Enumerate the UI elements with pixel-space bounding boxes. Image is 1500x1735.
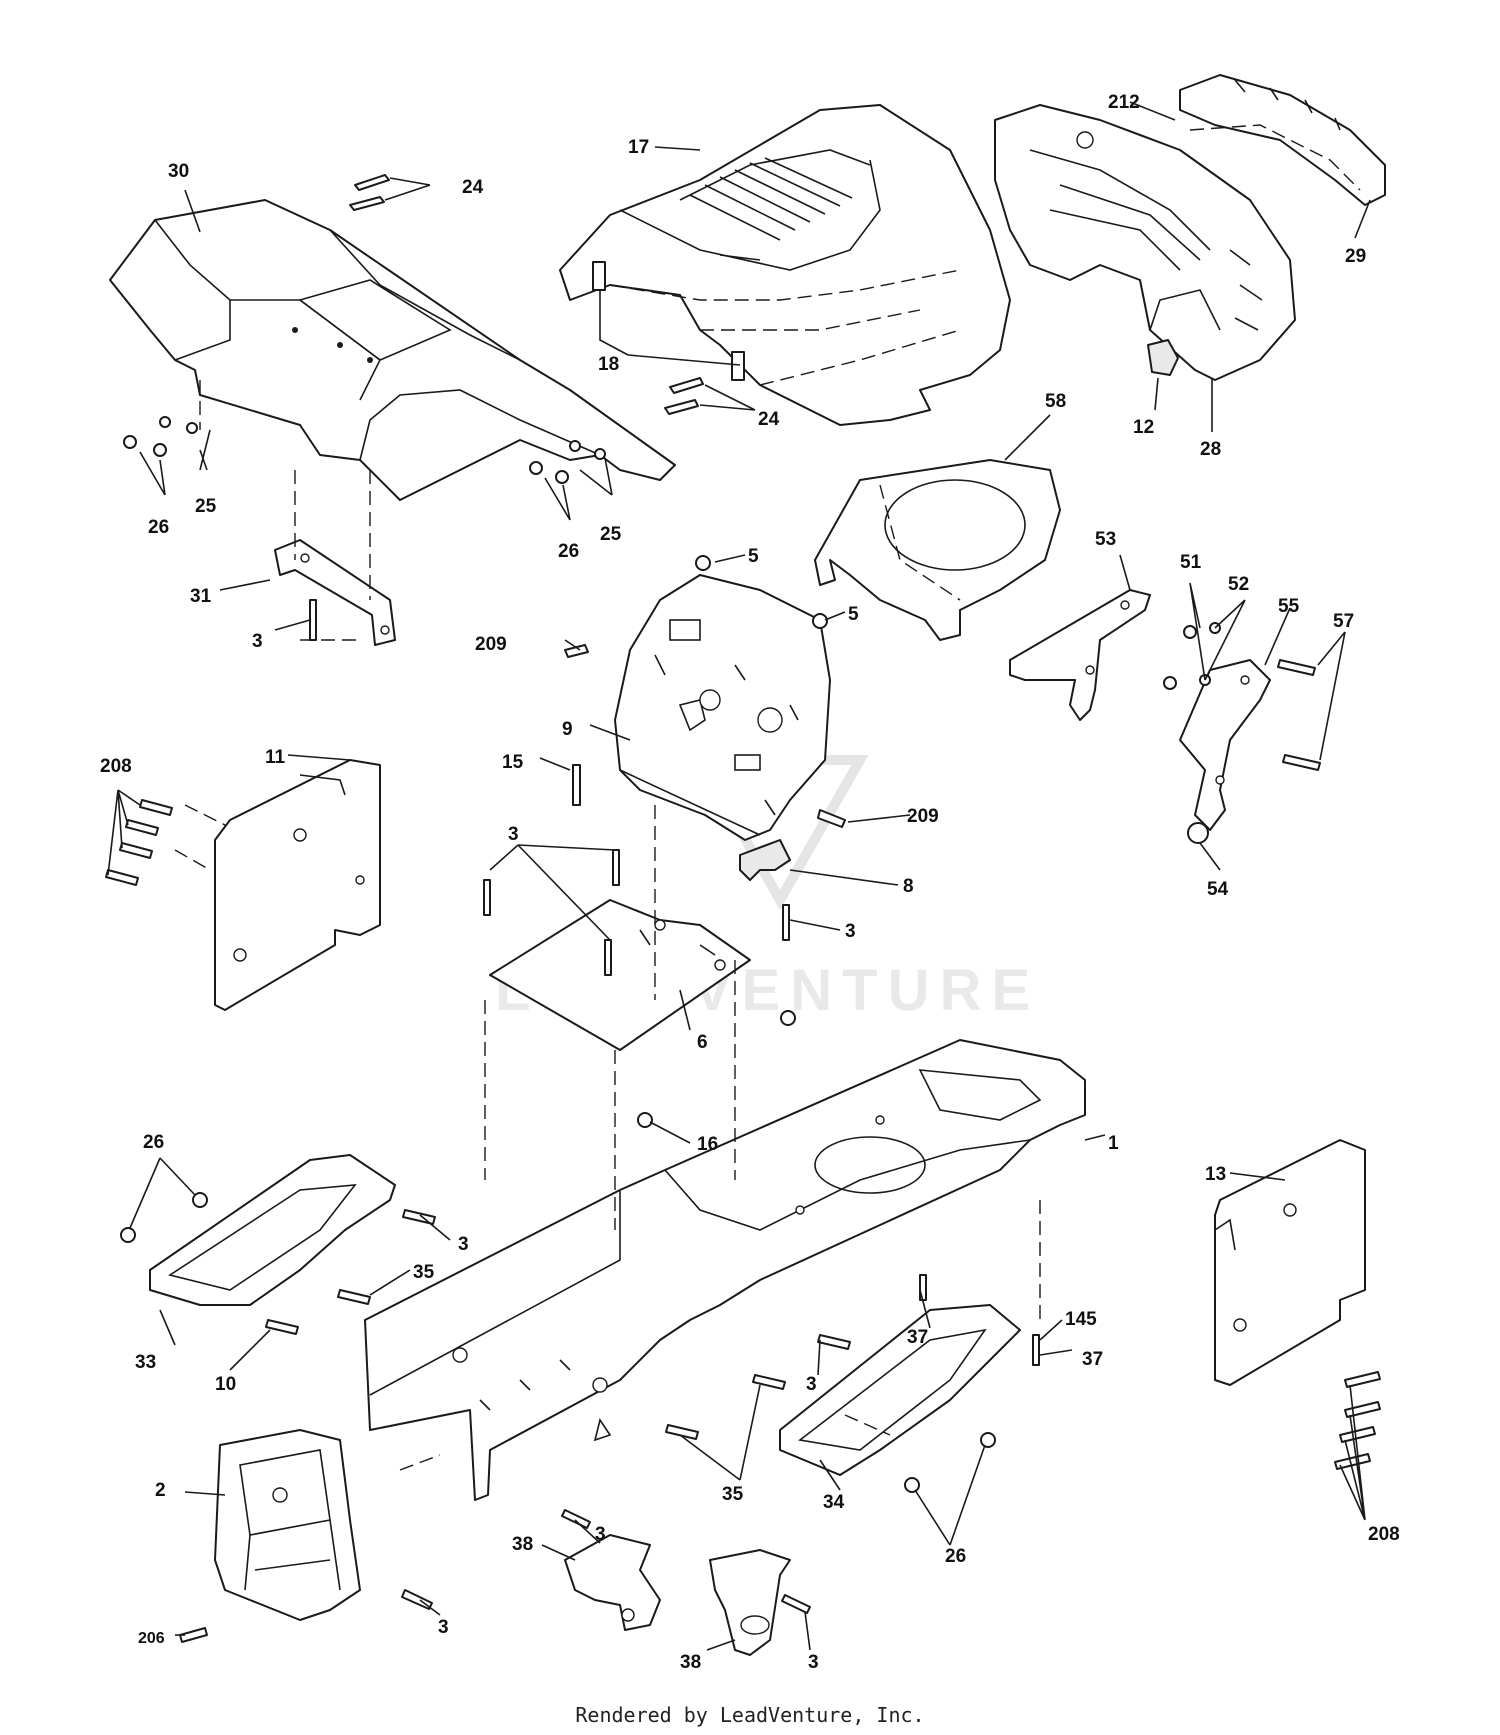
- label-part-53: 53: [1095, 529, 1116, 550]
- side-panel-13[interactable]: [1214, 1139, 1366, 1386]
- label-part-13: 13: [1205, 1164, 1226, 1185]
- bracket-55[interactable]: [1179, 659, 1271, 831]
- bracket-38-left[interactable]: [564, 1534, 661, 1631]
- label-part-55: 55: [1278, 596, 1300, 617]
- label-part-51: 51: [1180, 552, 1202, 573]
- label-part-209-b: 209: [907, 806, 939, 827]
- label-part-38-b: 38: [680, 1652, 701, 1673]
- label-part-10: 10: [215, 1374, 236, 1395]
- label-part-11: 11: [265, 747, 286, 768]
- fasteners: [105, 174, 1381, 1643]
- label-part-209-a: 209: [475, 634, 507, 655]
- clip-12[interactable]: [1147, 339, 1179, 376]
- label-part-3-b: 3: [508, 824, 519, 845]
- label-part-26-c: 26: [143, 1132, 164, 1153]
- bracket-53[interactable]: [1009, 589, 1151, 721]
- label-part-206: 206: [138, 1630, 165, 1647]
- knob-54[interactable]: [1187, 822, 1209, 844]
- label-part-5-b: 5: [848, 604, 859, 625]
- label-part-3-c: 3: [845, 921, 856, 942]
- footrest-34[interactable]: [779, 1304, 1021, 1476]
- footrest-33[interactable]: [149, 1154, 396, 1306]
- label-part-33: 33: [135, 1352, 156, 1373]
- label-part-54: 54: [1207, 879, 1229, 900]
- label-part-17: 17: [628, 137, 649, 158]
- label-part-15: 15: [502, 752, 524, 773]
- label-part-37-b: 37: [1082, 1349, 1103, 1370]
- grille-insert-29[interactable]: [1179, 74, 1386, 206]
- label-part-212: 212: [1108, 92, 1140, 113]
- front-bracket-2[interactable]: [214, 1429, 361, 1621]
- label-part-31: 31: [190, 586, 212, 607]
- label-part-12: 12: [1133, 417, 1154, 438]
- label-part-3-h: 3: [808, 1652, 819, 1673]
- label-part-58: 58: [1045, 391, 1066, 412]
- label-part-3-e: 3: [806, 1374, 817, 1395]
- part-labels: 1 2 3 3 3 3 3 3 3 3 5 5 6 8 9 10 11 12 1…: [100, 92, 1400, 1673]
- label-part-25-b: 25: [600, 524, 622, 545]
- heat-shield-58[interactable]: [814, 459, 1061, 641]
- label-part-208-b: 208: [1368, 1524, 1400, 1545]
- clip-8[interactable]: [739, 839, 791, 881]
- label-part-3-f: 3: [595, 1524, 606, 1545]
- footer-credit: Rendered by LeadVenture, Inc.: [575, 1703, 924, 1727]
- label-part-25-a: 25: [195, 496, 217, 517]
- label-part-208-a: 208: [100, 756, 132, 777]
- label-part-3-g: 3: [438, 1617, 449, 1638]
- dash-panel-9[interactable]: [614, 574, 831, 841]
- label-part-35-b: 35: [722, 1484, 744, 1505]
- bracket-31[interactable]: [274, 539, 396, 646]
- label-part-28: 28: [1200, 439, 1221, 460]
- label-part-3-d: 3: [458, 1234, 469, 1255]
- label-part-52: 52: [1228, 574, 1249, 595]
- label-part-6: 6: [697, 1032, 708, 1053]
- label-part-24-b: 24: [758, 409, 780, 430]
- label-part-29: 29: [1345, 246, 1366, 267]
- main-frame-1[interactable]: [364, 1039, 1086, 1501]
- fender-30[interactable]: [109, 199, 676, 501]
- assembly-lines: [174, 380, 1041, 1471]
- label-part-30: 30: [168, 161, 189, 182]
- label-part-24-a: 24: [462, 177, 484, 198]
- floor-plate-6[interactable]: [489, 899, 751, 1051]
- label-part-16: 16: [697, 1134, 718, 1155]
- label-part-38-a: 38: [512, 1534, 533, 1555]
- label-part-1: 1: [1108, 1133, 1119, 1154]
- label-part-9: 9: [562, 719, 573, 740]
- label-part-26-d: 26: [945, 1546, 966, 1567]
- label-part-34: 34: [823, 1492, 845, 1513]
- hood-17[interactable]: [559, 104, 1011, 426]
- label-part-8: 8: [903, 876, 914, 897]
- bracket-38-right[interactable]: [709, 1549, 791, 1656]
- label-part-26-b: 26: [558, 541, 579, 562]
- grille-housing-28[interactable]: [994, 104, 1296, 381]
- label-part-3-a: 3: [252, 631, 263, 652]
- label-part-35-a: 35: [413, 1262, 435, 1283]
- label-part-37-a: 37: [907, 1327, 928, 1348]
- label-part-26-a: 26: [148, 517, 169, 538]
- side-panel-11[interactable]: [214, 759, 381, 1011]
- leader-lines: [107, 101, 1371, 1651]
- label-part-2: 2: [155, 1480, 166, 1501]
- label-part-145: 145: [1065, 1309, 1097, 1330]
- label-part-18: 18: [598, 354, 619, 375]
- label-part-57: 57: [1333, 611, 1354, 632]
- label-part-5-a: 5: [748, 546, 759, 567]
